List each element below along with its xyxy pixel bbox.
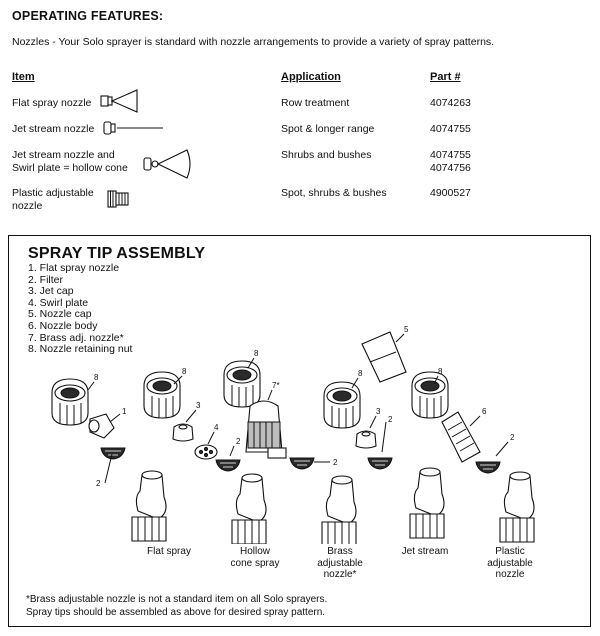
flat-spray-nozzle-icon (100, 88, 140, 114)
row-4-item-line-1: Plastic adjustable (12, 187, 94, 200)
row-2-application: Spot & longer range (281, 123, 374, 136)
row-1-item: Flat spray nozzle (12, 97, 91, 110)
footnote: Spray tips should be assembled as above … (26, 607, 327, 620)
footnotes: *Brass adjustable nozzle is not a standa… (26, 594, 327, 619)
row-3-item-line-2: Swirl plate = hollow cone (12, 162, 128, 175)
callout-2: 2 (96, 479, 101, 488)
callout-8: 8 (358, 369, 363, 378)
row-3-item-line-1: Jet stream nozzle and (12, 149, 115, 162)
caption-jet-stream: Jet stream (388, 546, 462, 558)
caption-hollow-cone: Hollow cone spray (218, 546, 292, 569)
assembly-diagram: 8 1 2 8 3 4 2 8 7* 2 8 3 2 5 8 6 2 (10, 236, 590, 544)
row-3-part-1: 4074755 (430, 149, 471, 162)
callout-2: 2 (236, 437, 241, 446)
callout-2: 2 (333, 458, 338, 467)
col-header-item: Item (12, 71, 35, 83)
flat-spray-nozzle-part (89, 414, 114, 438)
footnote: *Brass adjustable nozzle is not a standa… (26, 594, 327, 607)
nozzle-cap-part (362, 332, 406, 382)
callout-8: 8 (438, 367, 443, 376)
row-4-application: Spot, shrubs & bushes (281, 187, 387, 200)
callout-2: 2 (388, 415, 393, 424)
row-4-part: 4900527 (430, 187, 471, 200)
plastic-adjustable-nozzle-icon (107, 188, 131, 210)
row-3-part-2: 4074756 (430, 162, 471, 175)
caption-plastic-adjustable: Plastic adjustable nozzle (473, 546, 547, 581)
col-header-application: Application (281, 71, 341, 83)
callout-4: 4 (214, 423, 219, 432)
jet-stream-nozzle-icon (103, 118, 165, 138)
row-2-item: Jet stream nozzle (12, 123, 94, 136)
row-3-application: Shrubs and bushes (281, 149, 371, 162)
col-header-part: Part # (430, 71, 461, 83)
row-1-application: Row treatment (281, 97, 349, 110)
section-heading: OPERATING FEATURES: (12, 9, 163, 23)
callout-2: 2 (510, 433, 515, 442)
row-2-part: 4074755 (430, 123, 471, 136)
intro-text: Nozzles - Your Solo sprayer is standard … (12, 36, 494, 49)
hollow-cone-nozzle-icon (143, 146, 193, 182)
callout-8: 8 (182, 367, 187, 376)
caption-flat-spray: Flat spray (132, 546, 206, 558)
callout-8: 8 (94, 373, 99, 382)
callout-3: 3 (196, 401, 201, 410)
callout-7: 7* (272, 381, 280, 390)
caption-brass-adjustable: Brass adjustable nozzle* (303, 546, 377, 581)
row-1-part: 4074263 (430, 97, 471, 110)
brass-adjustable-nozzle-part (246, 401, 286, 458)
callout-8: 8 (254, 349, 259, 358)
callout-3: 3 (376, 407, 381, 416)
row-4-item-line-2: nozzle (12, 200, 42, 213)
callout-6: 6 (482, 407, 487, 416)
callout-5: 5 (404, 325, 409, 334)
nozzle-body-part (442, 412, 480, 462)
callout-1: 1 (122, 407, 127, 416)
swirl-plate-part (195, 445, 217, 459)
